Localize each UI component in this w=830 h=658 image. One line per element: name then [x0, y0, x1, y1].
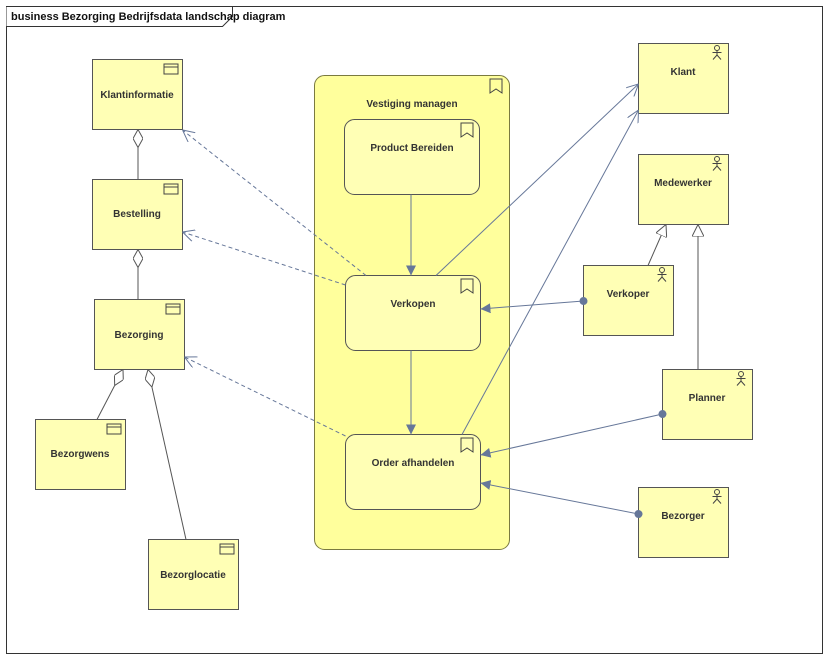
object-bezorgwens[interactable]: Bezorgwens [35, 419, 126, 490]
actor-icon [712, 45, 722, 60]
actor-bezorger[interactable]: Bezorger [638, 487, 729, 558]
object-label: Bestelling [113, 209, 161, 220]
process-label: Verkopen [390, 299, 435, 310]
assignment-connector[interactable] [480, 480, 643, 518]
serving-connector[interactable] [435, 84, 639, 276]
object-bezorging[interactable]: Bezorging [94, 299, 185, 370]
function-icon [460, 437, 474, 453]
diagram-title: business Bezorging Bedrijfsdata landscha… [11, 11, 286, 23]
object-label: Bezorglocatie [160, 570, 226, 581]
aggregation-connector[interactable] [96, 370, 123, 420]
function-icon [460, 122, 474, 138]
actor-klant[interactable]: Klant [638, 43, 729, 114]
actor-label: Medewerker [654, 178, 712, 189]
assignment-connector[interactable] [480, 410, 667, 458]
assignment-connector[interactable] [480, 297, 588, 314]
specialization-connector[interactable] [647, 225, 666, 266]
aggregation-connector[interactable] [148, 370, 187, 540]
frame-title-tab [6, 6, 233, 27]
actor-planner[interactable]: Planner [662, 369, 753, 440]
function-icon [460, 278, 474, 294]
group-label: Vestiging managen [366, 99, 457, 110]
business-object-icon [163, 183, 179, 195]
access-connector[interactable] [185, 357, 346, 437]
process-verkopen[interactable]: Verkopen [345, 275, 481, 351]
actor-icon [657, 267, 667, 282]
actor-icon [736, 371, 746, 386]
function-icon [489, 78, 503, 94]
object-label: Bezorging [115, 330, 164, 341]
process-product-bereiden[interactable]: Product Bereiden [344, 119, 480, 195]
actor-icon [712, 156, 722, 171]
business-object-icon [106, 423, 122, 435]
object-label: Klantinformatie [100, 90, 174, 101]
object-klantinformatie[interactable]: Klantinformatie [92, 59, 183, 130]
access-connector[interactable] [183, 232, 346, 286]
serving-connector[interactable] [461, 110, 639, 435]
actor-label: Planner [689, 393, 726, 404]
actor-label: Bezorger [661, 511, 704, 522]
object-bezorglocatie[interactable]: Bezorglocatie [148, 539, 239, 610]
actor-icon [712, 489, 722, 504]
object-bestelling[interactable]: Bestelling [92, 179, 183, 250]
process-label: Order afhandelen [372, 458, 455, 469]
business-object-icon [219, 543, 235, 555]
process-label: Product Bereiden [370, 143, 453, 154]
actor-label: Verkoper [607, 289, 650, 300]
actor-label: Klant [671, 67, 697, 78]
actor-verkoper[interactable]: Verkoper [583, 265, 674, 336]
business-object-icon [163, 63, 179, 75]
process-order-afhandelen[interactable]: Order afhandelen [345, 434, 481, 510]
business-object-icon [165, 303, 181, 315]
object-label: Bezorgwens [51, 449, 110, 460]
actor-medewerker[interactable]: Medewerker [638, 154, 729, 225]
